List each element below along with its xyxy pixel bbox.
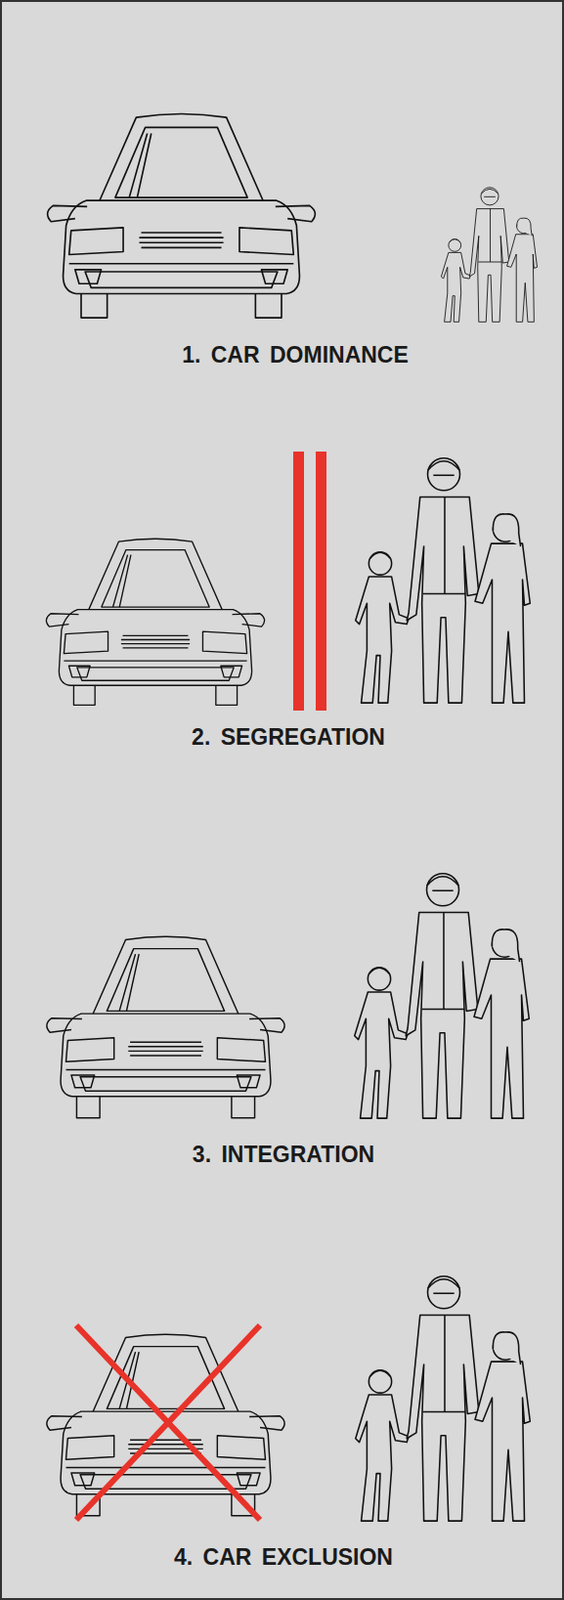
panel-caption: 1. CAR DOMINANCE — [181, 342, 409, 369]
panel-caption: 3. INTEGRATION — [192, 1141, 375, 1169]
panel-caption: 2. SEGREGATION — [191, 724, 386, 751]
panel-caption: 4. CAR EXCLUSION — [173, 1544, 393, 1571]
